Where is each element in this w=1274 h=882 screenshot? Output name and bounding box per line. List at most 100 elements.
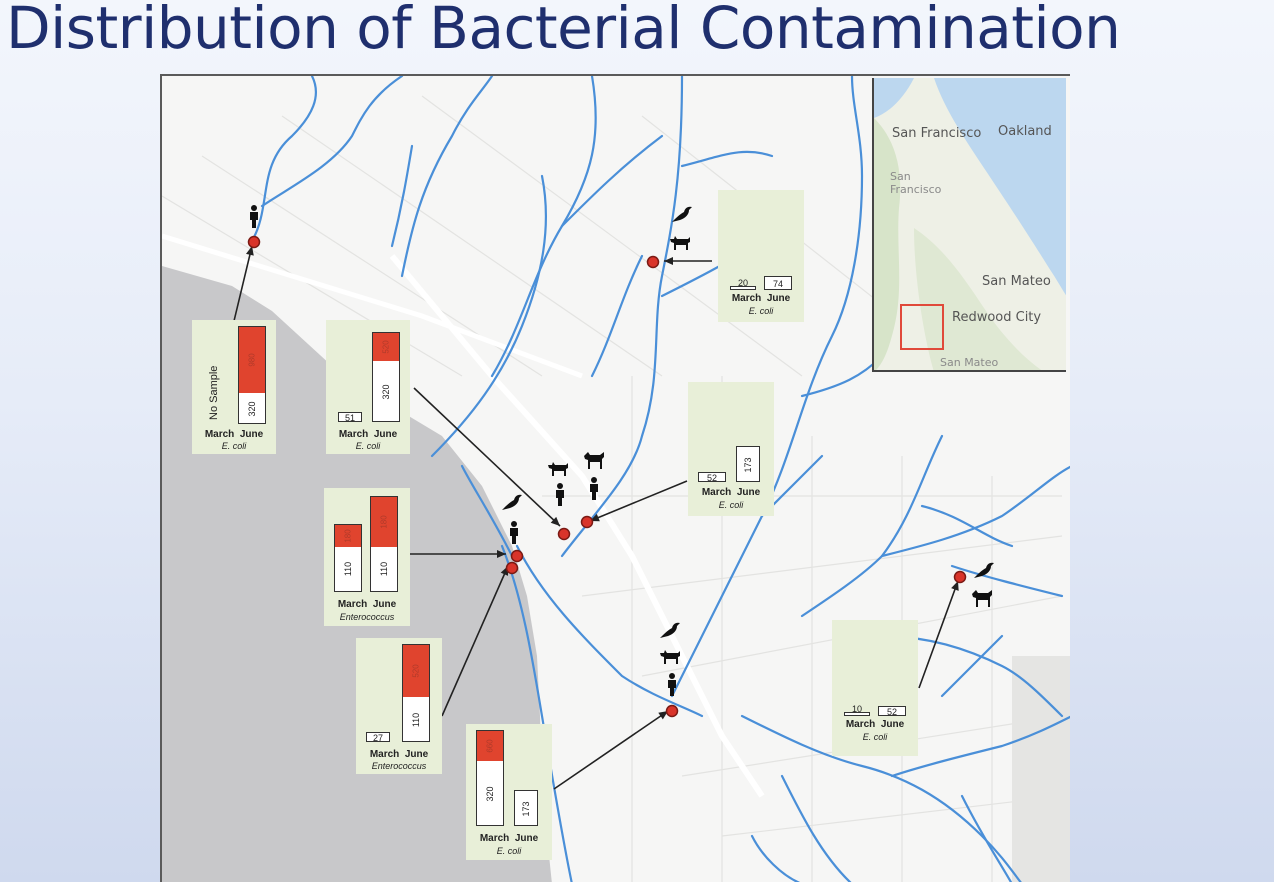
- period-labels: March June: [479, 833, 539, 844]
- creeks: [250, 76, 1070, 882]
- site-marker: [505, 561, 519, 575]
- study-area-extent: [900, 304, 944, 350]
- chart-g: 52 173 March June E. coli: [688, 382, 774, 516]
- person-icon: [668, 673, 676, 696]
- indicator-label: E. coli: [496, 846, 522, 856]
- june-bar: 520 320: [372, 332, 400, 422]
- dog-icon: [548, 462, 568, 476]
- june-bar: 173: [514, 790, 538, 826]
- inset-label-oakland: Oakland: [998, 124, 1052, 139]
- person-icon: [590, 477, 598, 500]
- site-marker: [510, 549, 524, 563]
- exceedance-value: 520: [381, 340, 391, 354]
- leader-arrow-head: [664, 257, 673, 265]
- inset-locator-map: San Francisco Oakland San Francisco San …: [872, 78, 1066, 372]
- march-value: 10: [851, 704, 863, 714]
- indicator-label: E. coli: [862, 732, 888, 742]
- march-bar: 10: [844, 704, 870, 716]
- june-value: 74: [772, 279, 784, 289]
- leader-arrow-head: [497, 550, 506, 558]
- inset-label-san-mateo: San Mateo: [982, 274, 1051, 289]
- exceedance-value: 180: [343, 529, 353, 543]
- leader-arrow-head: [550, 516, 560, 526]
- period-labels: March June: [338, 429, 398, 440]
- chart-b: 51 520 320 March June E. coli: [326, 320, 410, 454]
- june-bar: 180 110: [370, 496, 398, 592]
- site-marker: [665, 704, 679, 718]
- march-bar: 27: [366, 732, 390, 743]
- june-value: 110: [379, 561, 389, 577]
- bird-icon: [660, 622, 680, 638]
- march-bar: 51: [338, 412, 362, 423]
- person-icon: [250, 205, 258, 228]
- chart-c: 180 110 180 110 March June Enterococcus: [324, 488, 410, 626]
- dog-icon: [660, 650, 680, 664]
- inset-label-san-francisco-county: San Francisco: [890, 170, 942, 196]
- march-bar: 52: [698, 472, 726, 483]
- chart-h: 10 52 March June E. coli: [832, 620, 918, 756]
- june-bar: 173: [736, 446, 760, 482]
- inset-label-san-francisco: San Francisco: [892, 126, 982, 141]
- indicator-label: E. coli: [718, 500, 744, 510]
- june-value: 173: [743, 457, 753, 473]
- person-icon: [510, 521, 518, 544]
- no-sample-label: No Sample: [208, 365, 220, 420]
- horse-icon: [972, 590, 992, 607]
- leader-lines: [233, 245, 959, 790]
- contamination-map: San Francisco Oakland San Francisco San …: [160, 74, 1070, 882]
- arrow-heads: [246, 246, 959, 720]
- march-bar: 180 110: [334, 524, 362, 592]
- june-value: 173: [521, 801, 531, 817]
- march-value: 320: [485, 786, 495, 802]
- site-marker: [557, 527, 571, 541]
- site-marker: [646, 255, 660, 269]
- period-labels: March June: [845, 719, 905, 730]
- slide-title: Distribution of Bacterial Contamination: [6, 0, 1121, 62]
- march-value: 110: [343, 561, 353, 577]
- june-bar: 74: [764, 276, 792, 290]
- march-value: 20: [737, 278, 749, 288]
- leader-arrow-head: [951, 581, 959, 591]
- march-bar: 660 320: [476, 730, 504, 826]
- indicator-label: E. coli: [355, 441, 381, 451]
- inset-label-redwood-city: Redwood City: [952, 310, 1042, 325]
- june-bar: 52: [878, 706, 906, 717]
- exceedance-value: 660: [485, 739, 495, 753]
- period-labels: March June: [337, 599, 397, 610]
- june-bar: 520 110: [402, 644, 430, 742]
- dog-icon: [670, 236, 690, 250]
- person-icon: [556, 483, 564, 506]
- indicator-label: Enterococcus: [371, 761, 427, 771]
- exceedance-value: 980: [247, 353, 257, 367]
- exceedance-value: 520: [411, 664, 421, 678]
- bird-icon: [672, 206, 692, 222]
- leader-arrow-head: [246, 246, 254, 256]
- bird-icon: [502, 494, 522, 510]
- march-value: 52: [706, 473, 718, 483]
- site-marker: [247, 235, 261, 249]
- june-value: 320: [247, 401, 257, 417]
- inset-label-san-mateo-county: San Mateo: [940, 356, 999, 369]
- site-marker: [580, 515, 594, 529]
- exceedance-value: 180: [379, 515, 389, 529]
- june-bar: 980 320: [238, 326, 266, 424]
- bird-icon: [974, 562, 994, 578]
- march-bar: 20: [730, 278, 756, 290]
- june-value: 110: [411, 712, 421, 728]
- march-value: 27: [372, 733, 384, 743]
- period-labels: March June: [204, 429, 264, 440]
- chart-a: No Sample 980 320 March June E. coli: [192, 320, 276, 454]
- indicator-label: E. coli: [221, 441, 247, 451]
- sampling-sites: [247, 235, 967, 718]
- inset-basemap: [874, 78, 1066, 370]
- indicator-label: Enterococcus: [339, 612, 395, 622]
- period-labels: March June: [701, 487, 761, 498]
- leader-arrow-head: [658, 711, 668, 720]
- site-marker: [953, 570, 967, 584]
- june-value: 52: [886, 707, 898, 717]
- june-value: 320: [381, 384, 391, 400]
- chart-e: 660 320 173 March June E. coli: [466, 724, 552, 860]
- chart-f: 20 74 March June E. coli: [718, 190, 804, 322]
- chart-d: 27 520 110 March June Enterococcus: [356, 638, 442, 774]
- march-value: 51: [344, 413, 356, 423]
